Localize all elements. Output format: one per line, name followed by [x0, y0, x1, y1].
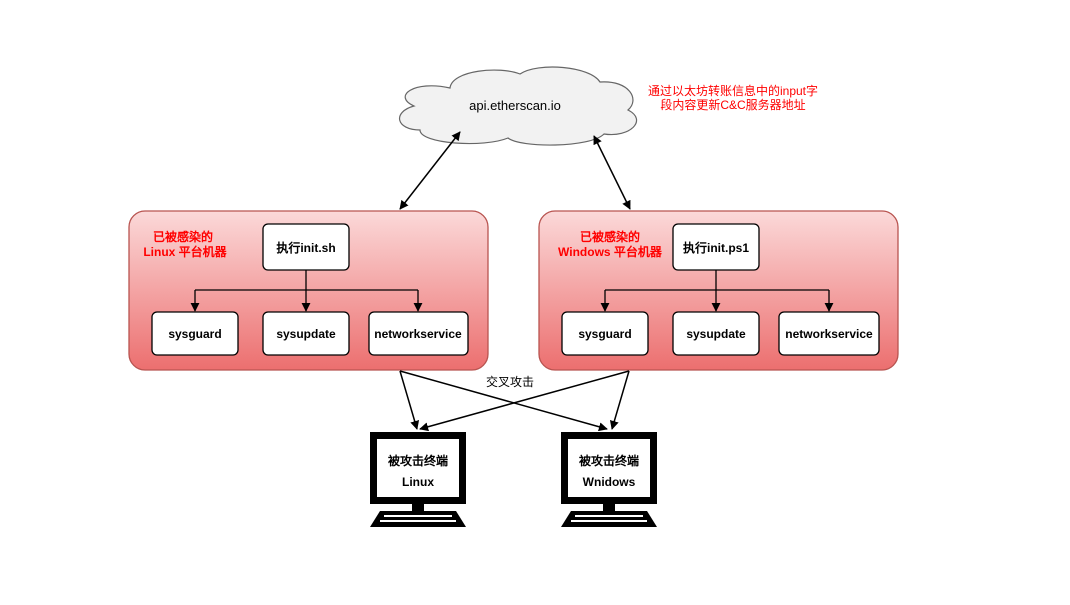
- service-windows-sysupdate: sysupdate: [686, 327, 746, 341]
- service-linux-sysguard: sysguard: [168, 327, 221, 341]
- terminal-linux-line-2: Linux: [402, 475, 434, 489]
- terminal-windows-line-2: Wnidows: [583, 475, 636, 489]
- service-box-windows-sysupdate: [672, 311, 760, 356]
- cross-attack-label: 交叉攻击: [486, 374, 534, 389]
- monitor-linux-screen: [377, 439, 459, 497]
- group-linux-title-1: 已被感染的: [153, 229, 213, 244]
- arrow-cloud-linux: [399, 131, 461, 210]
- monitor-windows-base-icon: [561, 511, 657, 527]
- monitor-windows-base-stripe-2: [571, 520, 647, 522]
- monitor-linux-base-icon: [370, 511, 466, 527]
- monitor-windows-base-stripe: [575, 515, 643, 517]
- group-linux-title-2: Linux 平台机器: [143, 244, 227, 259]
- arrow-cloud-windows: [593, 135, 631, 210]
- group-linux: 已被感染的 Linux 平台机器 执行init.sh sysguard sysu…: [128, 210, 489, 371]
- terminal-linux-line-1: 被攻击终端: [388, 453, 448, 468]
- script-label-linux: 执行init.sh: [276, 240, 335, 255]
- monitor-windows-screen: [568, 439, 650, 497]
- cloud: api.etherscan.io: [398, 66, 638, 146]
- monitor-linux-base-stripe-2: [380, 520, 456, 522]
- service-linux-networkservice: networkservice: [374, 327, 462, 341]
- monitor-linux-neck-icon: [412, 504, 424, 511]
- arrow-linux-to-windows-terminal: [399, 370, 608, 432]
- service-box-windows-networkservice: [778, 311, 880, 356]
- monitor-windows-neck-icon: [603, 504, 615, 511]
- service-box-linux-networkservice: [368, 311, 469, 356]
- terminal-windows: 被攻击终端 Wnidows: [561, 432, 657, 527]
- service-box-linux-sysupdate: [262, 311, 350, 356]
- script-label-windows: 执行init.ps1: [683, 240, 749, 255]
- monitor-linux-base-stripe: [384, 515, 452, 517]
- service-windows-networkservice: networkservice: [785, 327, 873, 341]
- service-windows-sysguard: sysguard: [578, 327, 631, 341]
- arrow-linux-to-linux-terminal: [399, 370, 420, 430]
- note: 通过以太坊转账信息中的input字 段内容更新C&C服务器地址: [648, 83, 818, 112]
- terminal-windows-line-1: 被攻击终端: [579, 453, 639, 468]
- service-linux-sysupdate: sysupdate: [276, 327, 336, 341]
- cloud-label: api.etherscan.io: [469, 98, 561, 113]
- arrow-windows-to-windows-terminal: [609, 370, 630, 430]
- group-windows-title-1: 已被感染的: [580, 229, 640, 244]
- group-windows-title-2: Windows 平台机器: [558, 244, 663, 259]
- note-line-1: 通过以太坊转账信息中的input字: [648, 83, 818, 98]
- group-windows: 已被感染的 Windows 平台机器 执行init.ps1 sysguard s…: [538, 210, 899, 371]
- arrow-windows-to-linux-terminal: [419, 370, 630, 432]
- service-box-linux-sysguard: [151, 311, 239, 356]
- note-line-2: 段内容更新C&C服务器地址: [660, 97, 805, 112]
- service-box-windows-sysguard: [561, 311, 649, 356]
- terminal-linux: 被攻击终端 Linux: [370, 432, 466, 527]
